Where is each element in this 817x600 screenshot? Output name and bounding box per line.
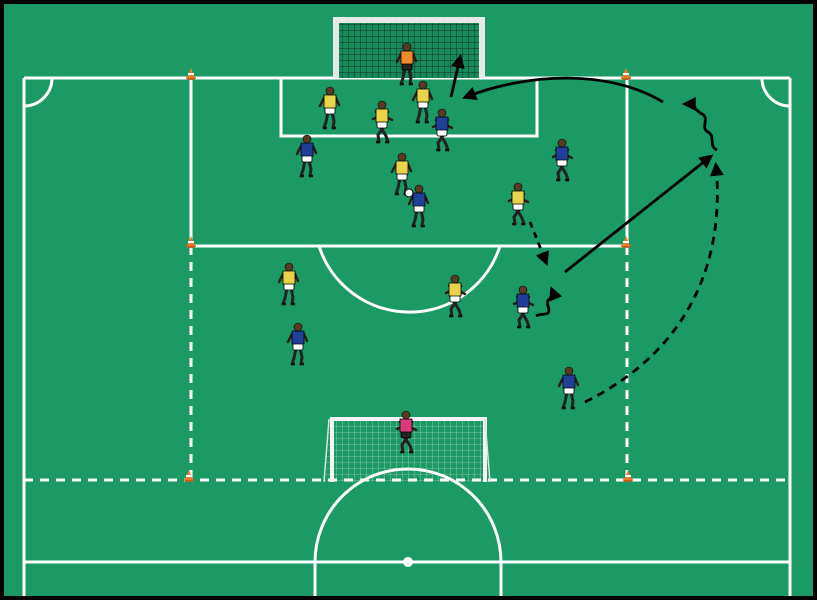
blue-player (431, 108, 454, 152)
yellow-player (371, 100, 394, 144)
ball (404, 188, 414, 198)
yellow-drop-arrow (528, 221, 549, 266)
cone (623, 470, 633, 482)
goalkeeper-top (395, 42, 418, 86)
goalkeeper-bottom (395, 410, 418, 454)
cone (621, 68, 631, 80)
pass-to-shooter-arrow (462, 76, 664, 104)
pitch-surface (4, 4, 813, 596)
blue-player (551, 138, 574, 182)
dashed-zone-lines (24, 246, 790, 482)
corner-arc-left (23, 77, 54, 108)
yellow-player (411, 80, 434, 124)
wide-run-arrow (584, 161, 724, 404)
blue-player (407, 184, 430, 228)
training-cones (184, 68, 633, 482)
cone (621, 236, 631, 248)
yellow-player (318, 86, 341, 130)
shot-arrow (449, 53, 465, 98)
blue-player (295, 134, 318, 178)
cone (186, 68, 196, 80)
players (277, 42, 580, 454)
movement-arrows (449, 53, 724, 404)
dribble-arrow (535, 286, 563, 318)
yellow-player (277, 262, 300, 306)
cone (186, 236, 196, 248)
cone (184, 470, 194, 482)
center-spot (403, 557, 413, 567)
yellow-player (390, 152, 413, 196)
penalty-arc (317, 245, 502, 314)
blue-player (286, 322, 309, 366)
dribble-top-arrow (681, 97, 718, 152)
yellow-player (444, 274, 467, 318)
corner-arc-right (760, 77, 791, 108)
blue-player (512, 285, 535, 329)
yellow-player (507, 182, 530, 226)
cut-in-arrow (564, 154, 714, 274)
blue-player (557, 366, 580, 410)
